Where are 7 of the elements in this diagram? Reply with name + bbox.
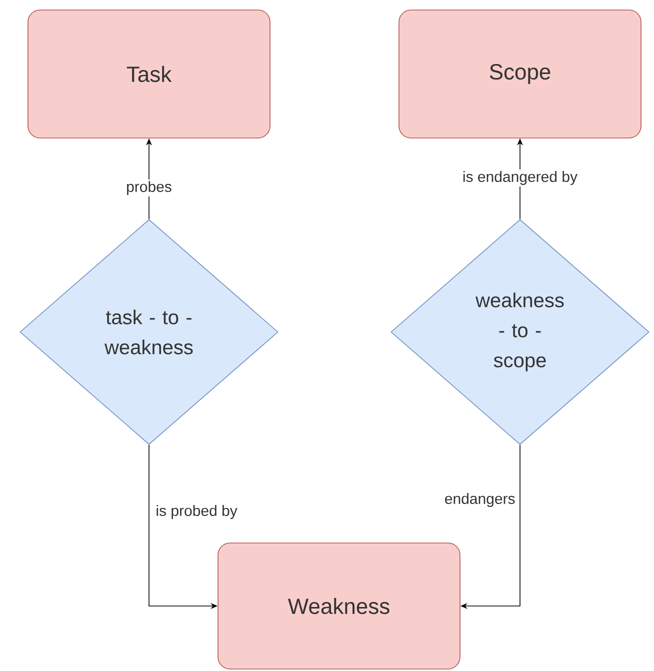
process-box: Weakness xyxy=(218,542,460,670)
process-box: Scope xyxy=(398,10,642,138)
edge-label: is probed by xyxy=(154,504,239,520)
edge-label: probes xyxy=(124,180,174,196)
process-box: Task xyxy=(28,10,270,138)
edge-label: is endangered by xyxy=(460,170,580,186)
edge-label: endangers xyxy=(442,492,517,508)
